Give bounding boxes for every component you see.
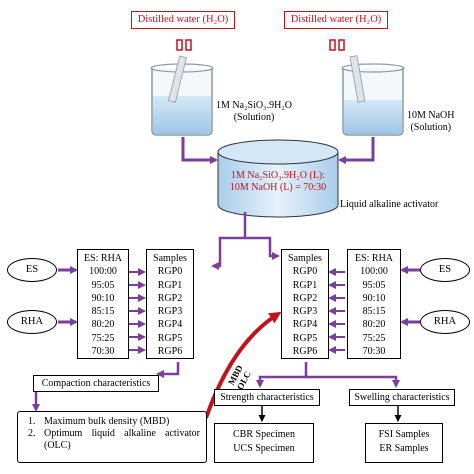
- ucs-specimen: UCS Specimen: [233, 443, 295, 454]
- arrow-to-right-samples: [245, 236, 280, 260]
- compaction-results-box: 1. Maximum bulk density (MBD) 2. Optimum…: [17, 411, 207, 463]
- sample-cell: RGP5: [292, 332, 318, 344]
- sample-cell: RGP1: [157, 279, 183, 291]
- sample-cell: RGP4: [157, 319, 183, 331]
- sample-cell: RGP4: [292, 319, 318, 331]
- distilled-water-right-label: Distilled water (H₂O): [290, 14, 382, 25]
- swelling-characteristics-box: Swelling characteristics: [349, 389, 455, 406]
- samples-table-left: Samples RGP0 RGP1 RGP2 RGP3 RGP4 RGP5 RG…: [146, 249, 194, 359]
- ratio-header-right: ES: RHA: [354, 253, 394, 264]
- beaker-right: [341, 55, 405, 136]
- results-item-marker: 2.: [28, 428, 36, 439]
- sample-cell: RGP6: [292, 346, 318, 358]
- results-item-olc: Optimum liquid alkaline activator (OLC): [44, 428, 200, 451]
- beaker-left: [150, 55, 214, 136]
- red-marker-right: [329, 39, 345, 51]
- beaker-left-formula: 1M Na₂SiO₃.9H₂O: [216, 100, 293, 111]
- beaker-right-state: (Solution): [410, 122, 452, 133]
- ratio-cell: 70:30: [362, 346, 386, 358]
- compaction-title: Compaction characteristics: [41, 378, 151, 389]
- sample-cell: RGP3: [157, 306, 183, 318]
- rha-input-right-label: RHA: [433, 316, 457, 327]
- strength-characteristics-box: Strength characteristics: [214, 389, 320, 406]
- es-input-right-label: ES: [438, 264, 452, 275]
- ratio-table-left: ES: RHA 100:00 95:05 90:10 85:15 80:20 7…: [77, 249, 129, 359]
- results-item-mbd: Maximum bulk density (MBD): [44, 416, 170, 427]
- cbr-specimen: CBR Specimen: [233, 429, 295, 440]
- beaker-left-label: 1M Na₂SiO₃.9H₂O (Solution): [216, 100, 292, 124]
- beaker-left-state: (Solution): [233, 112, 275, 123]
- sample-cell: RGP3: [292, 306, 318, 318]
- mixer-cylinder: [217, 139, 339, 218]
- distilled-water-right: Distilled water (H₂O): [284, 11, 388, 29]
- ratio-cell: 100:00: [360, 266, 388, 278]
- rha-input-left: RHA: [7, 310, 57, 334]
- left-row-connectors: [128, 268, 146, 354]
- mixer-ratio: 1M Na₂SiO₃.9H₂O (L): 10M NaOH (L) = 70:3…: [218, 170, 338, 194]
- sample-cell: RGP0: [157, 266, 183, 278]
- er-samples: ER Samples: [379, 443, 429, 454]
- ratio-cell: 75:25: [91, 332, 115, 344]
- compaction-characteristics-box: Compaction characteristics: [33, 375, 159, 392]
- sample-cell: RGP2: [157, 292, 183, 304]
- sample-cell: RGP0: [292, 266, 318, 278]
- ratio-cell: 80:20: [362, 319, 386, 331]
- samples-header-left: Samples: [153, 253, 187, 264]
- es-input-left: ES: [7, 258, 57, 282]
- swelling-samples-box: FSI Samples ER Samples: [365, 423, 443, 463]
- arrow-right-beaker: [338, 137, 375, 164]
- ratio-table-right: ES: RHA 100:00 95:05 90:10 85:15 80:20 7…: [347, 249, 401, 359]
- swelling-title: Swelling characteristics: [354, 392, 450, 403]
- lower-arrows: [258, 406, 402, 422]
- ratio-cell: 90:10: [362, 292, 386, 304]
- strength-title: Strength characteristics: [220, 392, 314, 403]
- ratio-cell: 100:00: [89, 266, 117, 278]
- ratio-header-left: ES: RHA: [83, 253, 123, 264]
- beaker-right-label: 10M NaOH (Solution): [407, 110, 455, 134]
- arrow-to-compaction: [156, 362, 180, 378]
- ratio-cell: 70:30: [91, 346, 115, 358]
- sample-cell: RGP2: [292, 292, 318, 304]
- results-item-marker: 1.: [28, 416, 36, 427]
- ratio-cell: 85:15: [362, 306, 386, 318]
- rha-input-left-label: RHA: [20, 316, 44, 327]
- sample-cell: RGP1: [292, 279, 318, 291]
- ratio-cell: 95:05: [91, 279, 115, 291]
- distilled-water-left: Distilled water (H₂O): [131, 11, 235, 29]
- rha-input-right: RHA: [420, 310, 470, 334]
- samples-table-right: Samples RGP0 RGP1 RGP2 RGP3 RGP4 RGP5 RG…: [281, 249, 329, 359]
- es-input-right: ES: [420, 258, 470, 282]
- liquid-alkaline-activator-label: Liquid alkaline activator: [340, 199, 439, 210]
- ratio-cell: 85:15: [91, 306, 115, 318]
- red-curve-arrow: [204, 311, 282, 419]
- samples-header-right: Samples: [288, 253, 322, 264]
- right-branch: [256, 362, 400, 388]
- mixer-ratio-line1: 1M Na₂SiO₃.9H₂O (L):: [230, 170, 326, 181]
- arrow-left-beaker: [181, 137, 218, 164]
- ratio-cell: 95:05: [362, 279, 386, 291]
- ratio-cell: 90:10: [91, 292, 115, 304]
- distilled-water-left-label: Distilled water (H₂O): [137, 14, 229, 25]
- red-marker-left: [176, 39, 192, 51]
- mixer-ratio-line2: 10M NaOH (L) = 70:30: [229, 182, 327, 193]
- strength-specimens-box: CBR Specimen UCS Specimen: [214, 423, 314, 463]
- sample-cell: RGP6: [157, 346, 183, 358]
- ratio-cell: 75:25: [362, 332, 386, 344]
- es-input-left-label: ES: [25, 264, 39, 275]
- fsi-samples: FSI Samples: [378, 429, 430, 440]
- right-row-connectors: [328, 268, 345, 354]
- arrow-to-left-samples: [211, 212, 247, 270]
- ratio-cell: 80:20: [91, 319, 115, 331]
- beaker-right-formula: 10M NaOH: [407, 110, 455, 121]
- sample-cell: RGP5: [157, 332, 183, 344]
